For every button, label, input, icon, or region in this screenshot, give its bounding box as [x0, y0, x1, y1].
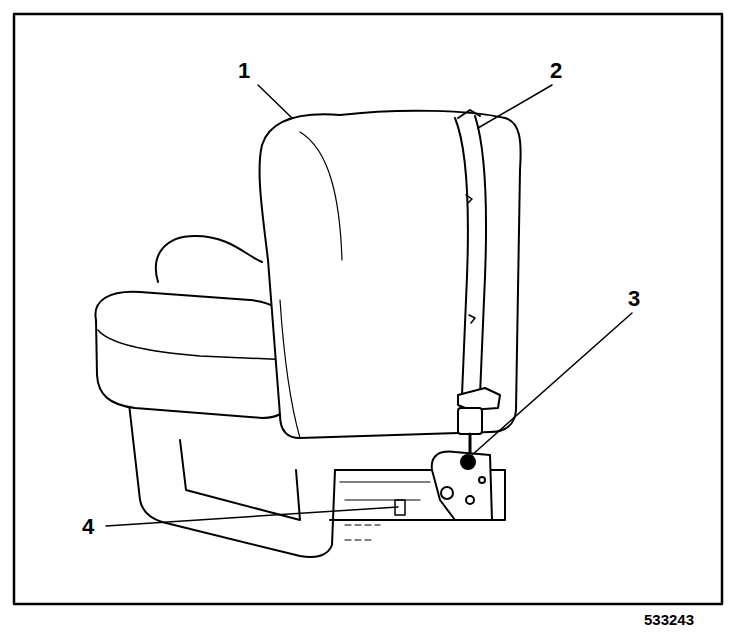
buckle — [458, 408, 482, 434]
base-recess — [180, 440, 300, 520]
seat-belt — [475, 116, 486, 395]
bolt-hole — [466, 496, 474, 504]
anchor-bolt — [461, 455, 475, 469]
leader-line — [258, 85, 292, 118]
callout-number: 1 — [238, 60, 250, 82]
callout-number: 4 — [82, 516, 94, 538]
cushion-seam — [98, 330, 292, 360]
bolt-hole — [441, 487, 453, 499]
anchor-bracket — [432, 452, 492, 520]
seat-bolster — [156, 236, 262, 282]
seat-back-contour — [300, 132, 342, 260]
leader-line — [472, 313, 632, 455]
seat-back-contour — [280, 300, 300, 438]
callout-number: 2 — [550, 60, 562, 82]
callout-number: 3 — [628, 288, 640, 310]
latch-plate — [458, 388, 500, 410]
belt-mark — [466, 195, 475, 323]
seat-cushion — [95, 292, 292, 418]
seat-back — [260, 111, 521, 438]
base-detail — [340, 482, 430, 500]
base-detail — [345, 525, 380, 540]
leader-line — [478, 85, 552, 128]
leader-line — [106, 507, 398, 526]
seat-belt — [455, 118, 468, 395]
seat-belt — [458, 110, 480, 118]
bolt-hole — [479, 477, 485, 483]
frame — [14, 14, 722, 604]
figure-number: 533243 — [644, 612, 694, 627]
